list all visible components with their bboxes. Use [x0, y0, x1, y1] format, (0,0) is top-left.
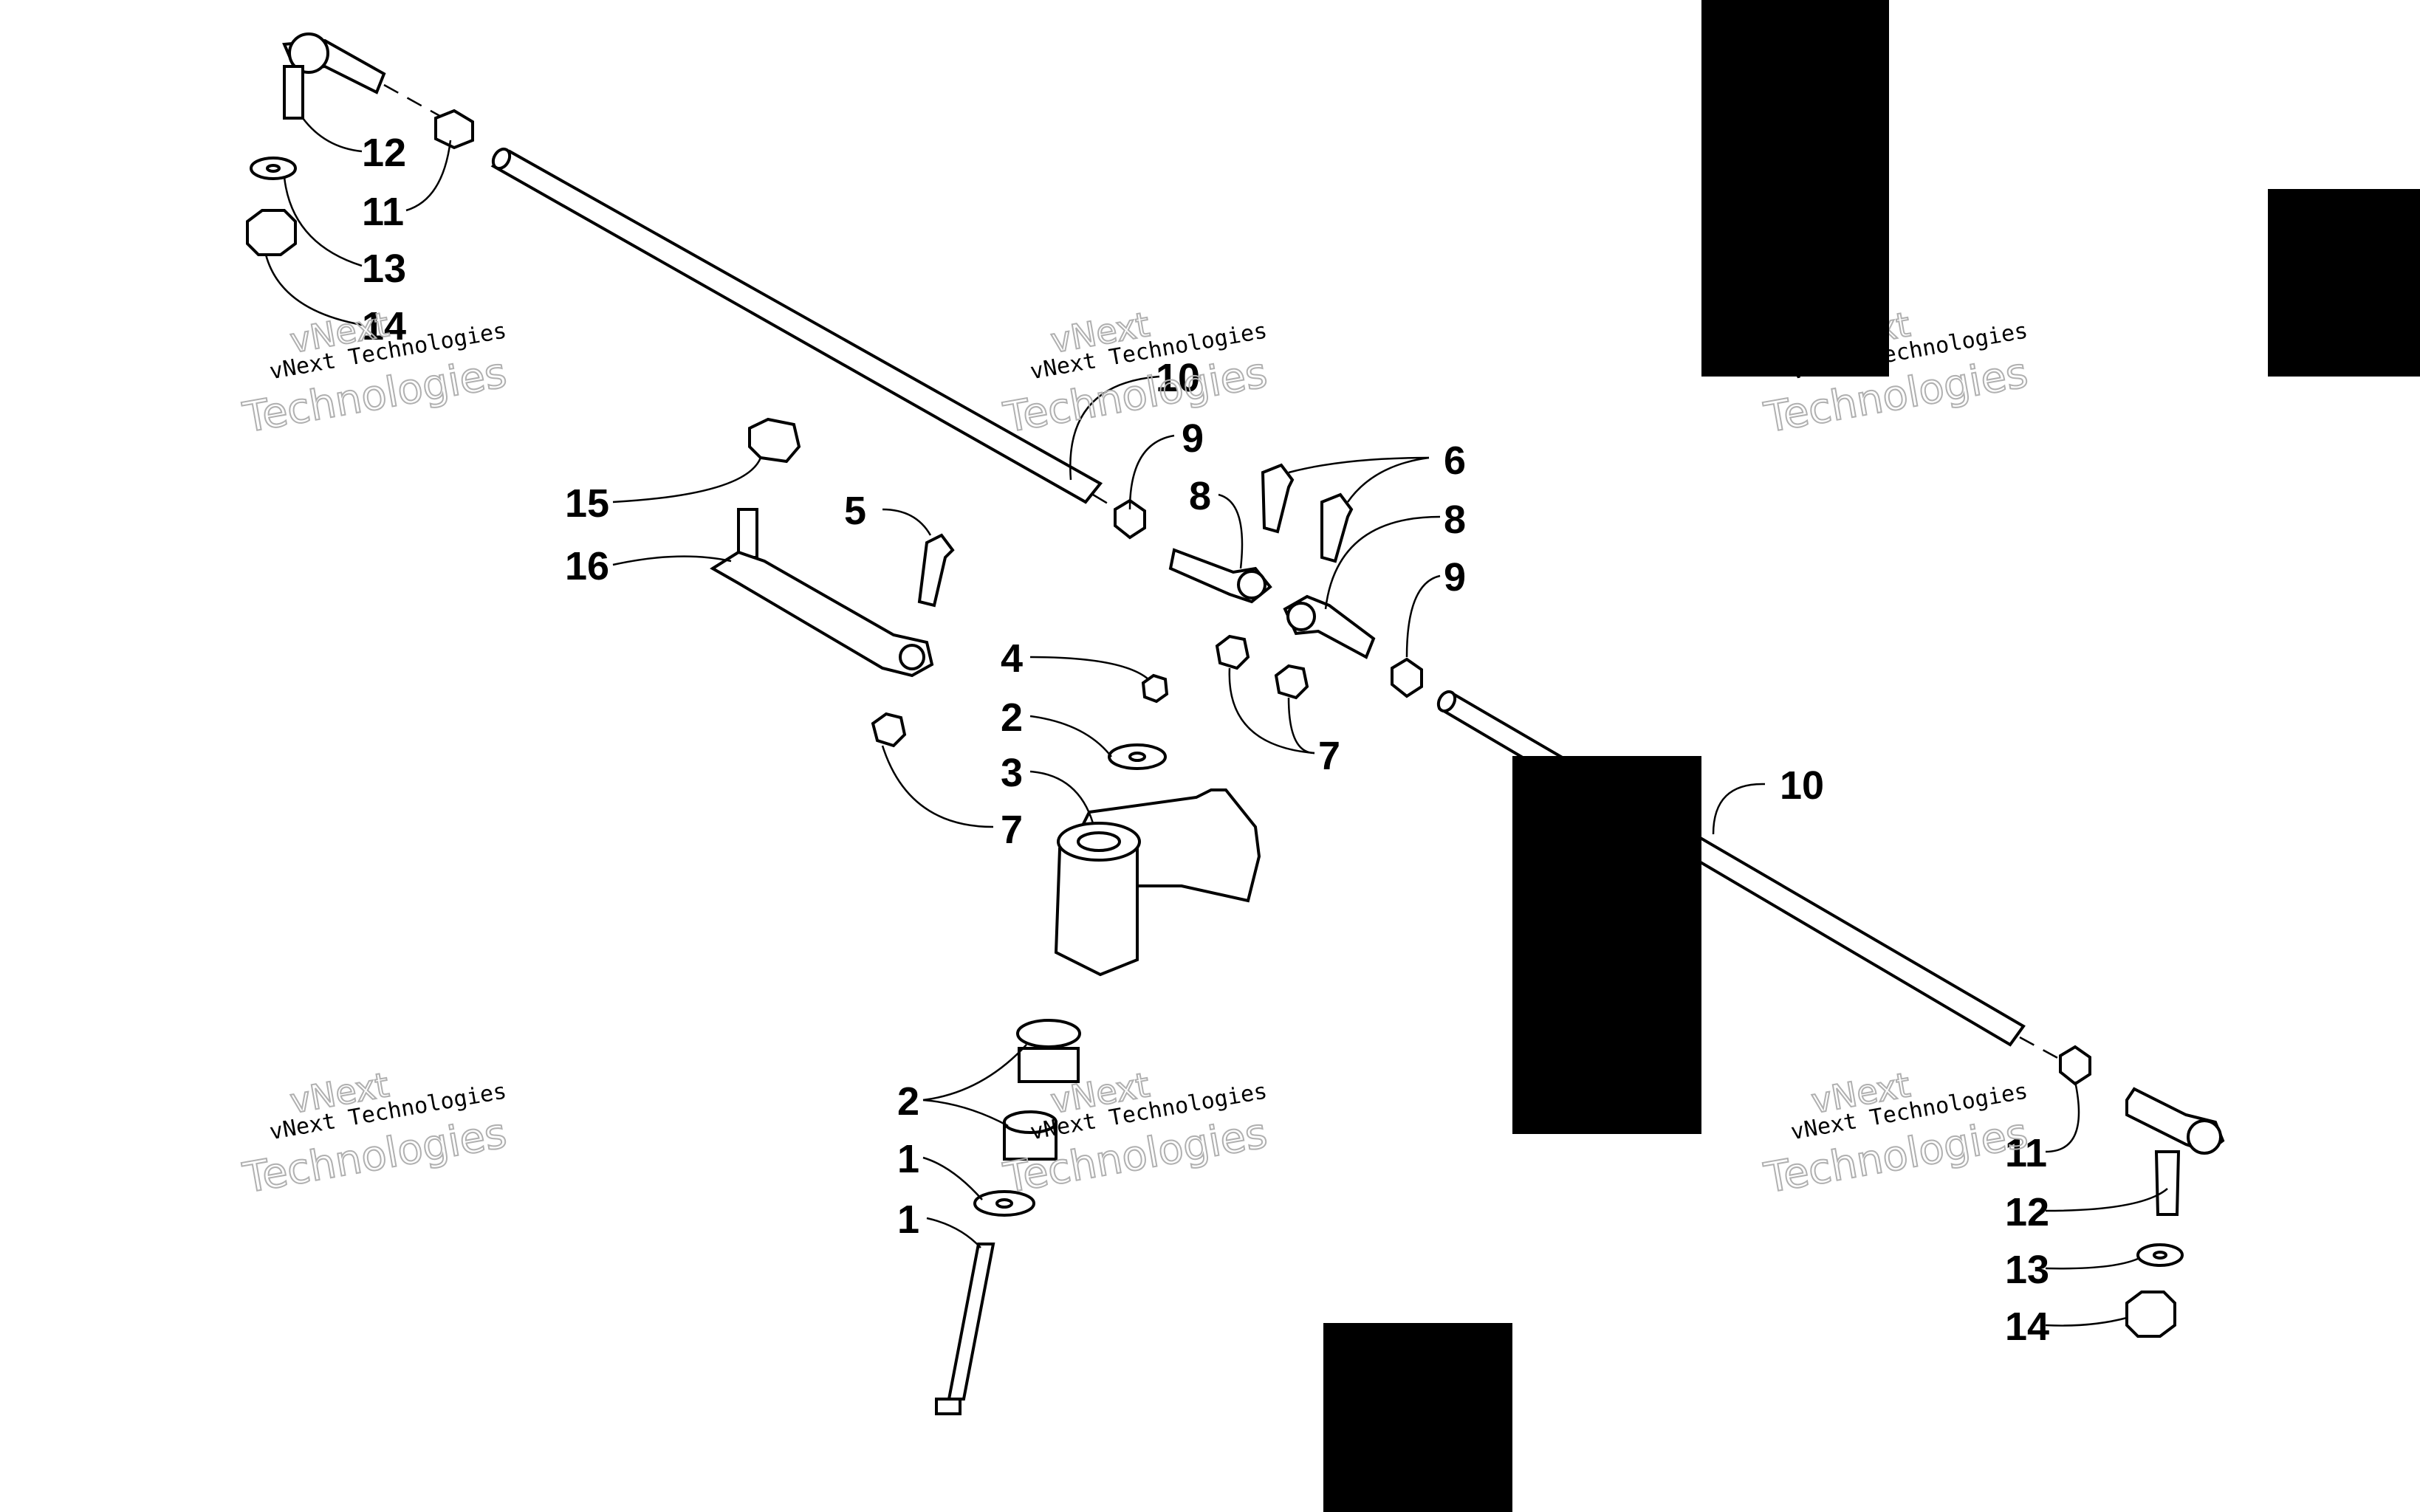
- bolt-drag-link: [917, 533, 955, 608]
- lock-nut-upper-left: [246, 209, 297, 256]
- tie-rod-end-upper-left: [282, 32, 451, 123]
- callout-13-lower: 13: [2005, 1248, 2049, 1292]
- redaction-block-right: [2268, 189, 2420, 377]
- drag-link-nut-top: [748, 417, 801, 464]
- callout-1: 1: [897, 1197, 919, 1242]
- leader-6-left: [882, 508, 932, 536]
- washer-upper-left: [250, 157, 297, 180]
- callout-6-left: 5: [844, 489, 866, 533]
- drag-link-stud: [737, 508, 758, 559]
- redaction-block-middle: [1512, 756, 1701, 1134]
- callout-15: 15: [565, 481, 609, 526]
- support-washer-bottom: [973, 1190, 1035, 1217]
- leader-8-right: [1324, 515, 1441, 610]
- watermark-bottom-left: vNext vNext Technologies Technologies: [239, 1064, 511, 1203]
- callout-10-upper: 10: [1156, 356, 1200, 400]
- redaction-block-bottom: [1323, 1323, 1512, 1512]
- callout-12-upper: 12: [362, 131, 406, 175]
- callout-9-upper: 9: [1182, 416, 1204, 461]
- callout-2-upper: 2: [1001, 695, 1023, 740]
- tie-rod-tube-upper: [490, 147, 1131, 518]
- leader-12-lower: [2045, 1188, 2168, 1212]
- leader-6-a: [1288, 456, 1430, 474]
- leader-7-center-b: [1287, 697, 1315, 755]
- support-washer-top: [1108, 743, 1167, 770]
- callout-4: 3: [1001, 751, 1023, 795]
- leader-13-upper: [283, 176, 363, 267]
- callout-9-right: 9: [1444, 555, 1466, 599]
- leader-3-a: [922, 1044, 1027, 1102]
- leader-14-lower: [2045, 1316, 2128, 1327]
- callout-7-center: 7: [1318, 734, 1340, 778]
- callout-2-lower: 1: [897, 1137, 919, 1181]
- jam-nut-center-lower: [1391, 657, 1423, 698]
- bolt-center-left: [1261, 463, 1295, 534]
- watermark-top-left: vNext vNext Technologies Technologies: [239, 303, 511, 443]
- watermark-top-center: vNext vNext Technologies Technologies: [999, 303, 1272, 443]
- leader-5: [1029, 656, 1149, 680]
- leader-9-right: [1405, 574, 1441, 658]
- leader-11-upper: [405, 140, 452, 212]
- leader-10-upper: [1069, 375, 1160, 481]
- nut-center-left: [1215, 634, 1250, 670]
- washer-lower-right: [2136, 1243, 2184, 1267]
- jam-nut-lower-right: [2059, 1045, 2091, 1086]
- leader-3-b: [922, 1099, 1009, 1127]
- callout-16: 16: [565, 544, 609, 588]
- leader-7-left: [881, 745, 994, 828]
- leader-14-upper: [264, 254, 363, 326]
- callout-11-lower: 11: [2005, 1131, 2047, 1175]
- drag-link-arm: [710, 550, 934, 678]
- callout-6-right: 6: [1444, 439, 1466, 483]
- callout-13-upper: 13: [362, 247, 406, 291]
- callout-11-upper: 11: [362, 190, 404, 234]
- callout-3: 2: [897, 1079, 919, 1124]
- callout-10-lower: 10: [1780, 763, 1824, 808]
- callout-14-lower: 14: [2005, 1305, 2049, 1349]
- leader-2-upper: [1029, 715, 1112, 757]
- leader-2-lower: [922, 1156, 983, 1200]
- tie-rod-end-lower-right: [2125, 1087, 2225, 1216]
- bushing-lower: [1003, 1110, 1058, 1161]
- jam-nut-upper-left: [434, 109, 474, 150]
- leader-4: [1029, 770, 1094, 824]
- callout-5: 4: [1001, 636, 1023, 681]
- tie-rod-end-center-right: [1283, 594, 1376, 659]
- bushing-upper: [1016, 1019, 1081, 1083]
- leader-7-center: [1228, 667, 1315, 755]
- steering-support-bracket: [1054, 788, 1261, 977]
- nut-drag-link: [871, 712, 907, 748]
- leader-11-lower: [2045, 1081, 2080, 1153]
- leader-10-lower: [1712, 783, 1766, 835]
- leader-6-b: [1346, 456, 1430, 503]
- leader-13-lower: [2045, 1257, 2139, 1270]
- leader-1: [926, 1217, 981, 1248]
- leader-16: [612, 555, 732, 566]
- callout-14-upper: 14: [362, 304, 406, 348]
- leader-9-upper: [1128, 434, 1175, 510]
- tie-rod-end-center-left: [1168, 548, 1272, 604]
- leader-12-upper: [302, 117, 363, 153]
- callout-8-right: 8: [1444, 498, 1466, 542]
- support-bolt-long: [935, 1243, 995, 1415]
- lock-nut-lower-right: [2125, 1291, 2176, 1338]
- bolt-center-right: [1320, 492, 1354, 563]
- callout-labels: 12 11 13 14 10 9 8 6 8 9 7 10 11 12 13 1…: [362, 131, 2049, 1349]
- leader-15: [612, 457, 762, 504]
- callout-8-upper: 8: [1189, 474, 1211, 518]
- nut-center-right: [1274, 664, 1309, 700]
- watermark-bottom-right: vNext vNext Technologies Technologies: [1760, 1064, 2032, 1203]
- redaction-block-top: [1701, 0, 1889, 377]
- watermark-bottom-center: vNext vNext Technologies Technologies: [999, 1064, 1272, 1203]
- callout-7-left: 7: [1001, 808, 1023, 852]
- support-nut: [1141, 673, 1169, 704]
- leader-8-upper: [1218, 493, 1244, 569]
- callout-12-lower: 12: [2005, 1190, 2049, 1234]
